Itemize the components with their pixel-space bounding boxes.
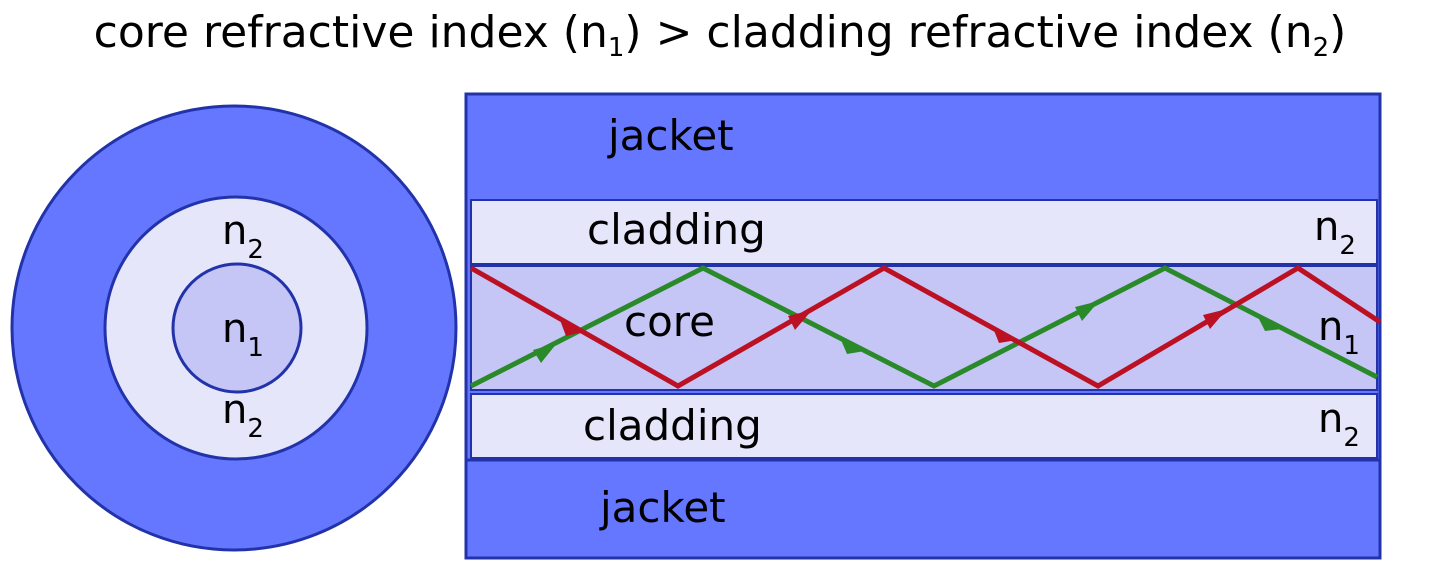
red-ray-arrow-4: [1203, 309, 1227, 329]
core-index: n1: [1318, 304, 1360, 361]
title-middle-text: ) > cladding refractive index (n: [624, 7, 1313, 58]
cross-section-upper-index: n2: [222, 208, 264, 265]
green-ray-arrow-1: [533, 343, 557, 363]
cladding-top-label: cladding: [587, 205, 766, 254]
cladding-top-index: n2: [1314, 204, 1356, 261]
title-end-text: ): [1329, 7, 1347, 58]
core-label: core: [624, 297, 715, 346]
cladding-bottom-index: n2: [1318, 396, 1360, 453]
cladding-top-layer: [470, 199, 1378, 265]
title-core-text: core refractive index (n: [93, 7, 608, 58]
title-cladding-subscript: 2: [1312, 33, 1330, 63]
core-circle: [171, 262, 303, 394]
fiber-cross-section: n2 n1 n2: [10, 104, 458, 552]
cladding-bottom-label: cladding: [583, 401, 762, 450]
green-ray-arrow-3: [1075, 301, 1099, 321]
jacket-top-label: jacket: [607, 111, 734, 160]
cladding-bottom-layer: [470, 393, 1378, 459]
cross-section-core-index: n1: [222, 306, 264, 363]
red-light-ray: [469, 265, 1382, 389]
jacket-bottom-label: jacket: [599, 483, 726, 532]
red-ray-arrow-2: [788, 310, 812, 330]
red-ray-arrow-3: [993, 328, 1017, 343]
green-ray-arrow-2: [841, 340, 865, 354]
page-title: core refractive index (n1) > cladding re…: [0, 2, 1440, 64]
green-ray-arrow-4: [1258, 317, 1282, 331]
fiber-longitudinal-section: jacket cladding core cladding jacket n2 …: [464, 92, 1382, 560]
cross-section-lower-index: n2: [222, 387, 264, 444]
title-core-subscript: 1: [607, 33, 625, 63]
red-ray-arrow-1: [560, 320, 583, 336]
core-layer: [470, 265, 1378, 391]
